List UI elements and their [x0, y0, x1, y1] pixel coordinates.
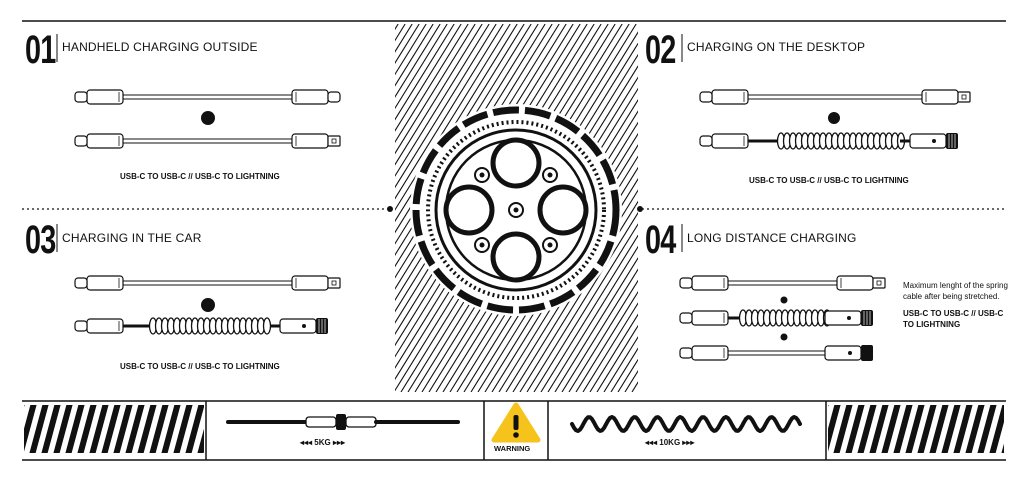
connector-dot	[848, 351, 852, 355]
connector-body	[691, 345, 729, 361]
section-04-title: LONG DISTANCE CHARGING	[687, 231, 857, 245]
connector-body	[86, 89, 124, 105]
connector-tip	[679, 312, 693, 324]
right-divider-dot	[637, 206, 643, 212]
section-02-spring-cable	[699, 132, 958, 150]
connector-body	[921, 89, 959, 105]
connector-tip	[699, 135, 713, 147]
section-01-cable-usbc	[74, 89, 341, 105]
cable-reel-icon	[410, 104, 622, 316]
section-01-caption: USB-C TO USB-C // USB-C TO LIGHTNING	[120, 172, 280, 181]
section-04-number: 04	[645, 218, 676, 262]
connector-dot	[847, 316, 851, 320]
lightning-pad	[331, 138, 337, 144]
connector-tip	[327, 91, 341, 103]
straight-cable-icon	[226, 414, 460, 430]
connector-tip	[74, 91, 88, 103]
connector-body	[824, 345, 862, 361]
connector-body	[909, 133, 947, 149]
connector-tip	[679, 277, 693, 289]
connector-body	[691, 275, 729, 291]
connector-tip	[74, 277, 88, 289]
section-01-separator-dot	[201, 111, 215, 125]
connector-tip	[957, 91, 971, 103]
section-01-cable-lightning	[74, 133, 341, 149]
section-04-cable-bottom	[679, 345, 873, 361]
left-divider-dot	[387, 206, 393, 212]
section-04-caption: USB-C TO USB-C // USB-C TO LIGHTNING	[903, 309, 1004, 329]
section-04-spring-cable	[679, 309, 873, 327]
connector-body	[86, 133, 124, 149]
connector-tip	[699, 91, 713, 103]
section-03-separator-dot	[201, 298, 215, 312]
connector-tip	[74, 320, 88, 332]
connector-body	[291, 275, 329, 291]
connector-tip	[679, 347, 693, 359]
coil-loop	[262, 317, 272, 335]
section-04-note: Maximum lenght of the spring cable after…	[903, 280, 1013, 330]
left-slash-pattern	[24, 405, 204, 453]
cable-illustrations	[74, 89, 971, 361]
section-02-title: CHARGING ON THE DESKTOP	[687, 40, 866, 54]
section-03-spring-cable	[74, 317, 328, 335]
warning-label: WARNING	[494, 444, 531, 453]
section-02-separator-dot	[828, 112, 840, 124]
connector-body	[279, 318, 317, 334]
section-01-number: 01	[25, 28, 56, 72]
connector-body	[691, 310, 729, 326]
connector-body	[836, 275, 874, 291]
connector-dot	[932, 139, 936, 143]
warning-icon	[491, 402, 541, 443]
spring-cable-icon	[570, 415, 802, 433]
connector-body	[824, 310, 862, 326]
straight-cable-load-label: ◂◂◂ 5KG ▸▸▸	[300, 438, 345, 447]
lightning-pad	[876, 280, 882, 286]
connector-body	[711, 89, 749, 105]
connector-tip	[327, 277, 341, 289]
right-slash-pattern	[828, 405, 1004, 453]
section-04-note-text: Maximum lenght of the spring cable after…	[903, 281, 1008, 301]
section-04-separator-dot-2	[780, 333, 788, 341]
section-02-cable-lightning	[699, 89, 971, 105]
connector-body	[711, 133, 749, 149]
connector-body	[291, 133, 329, 149]
section-04-cable-lightning	[679, 275, 886, 291]
section-03-cable-lightning	[74, 275, 341, 291]
connector-body	[86, 318, 124, 334]
section-03-caption: USB-C TO USB-C // USB-C TO LIGHTNING	[120, 362, 280, 371]
section-03-number: 03	[25, 218, 56, 262]
lightning-pad	[331, 280, 337, 286]
connector-body	[86, 275, 124, 291]
section-02-number: 02	[645, 28, 676, 72]
connector-tip	[872, 277, 886, 289]
bottom-bar	[22, 400, 1006, 461]
section-01-title: HANDHELD CHARGING OUTSIDE	[62, 40, 258, 54]
connector-body	[291, 89, 329, 105]
connector-tip	[74, 135, 88, 147]
connector-cap	[861, 345, 873, 361]
connector-tip	[327, 135, 341, 147]
section-03-title: CHARGING IN THE CAR	[62, 231, 202, 245]
section-04-separator-dot-1	[780, 296, 788, 304]
section-02-caption: USB-C TO USB-C // USB-C TO LIGHTNING	[749, 176, 909, 185]
spring-cable-load-label: ◂◂◂ 10KG ▸▸▸	[645, 438, 695, 447]
connector-dot	[302, 324, 306, 328]
lightning-pad	[961, 94, 967, 100]
